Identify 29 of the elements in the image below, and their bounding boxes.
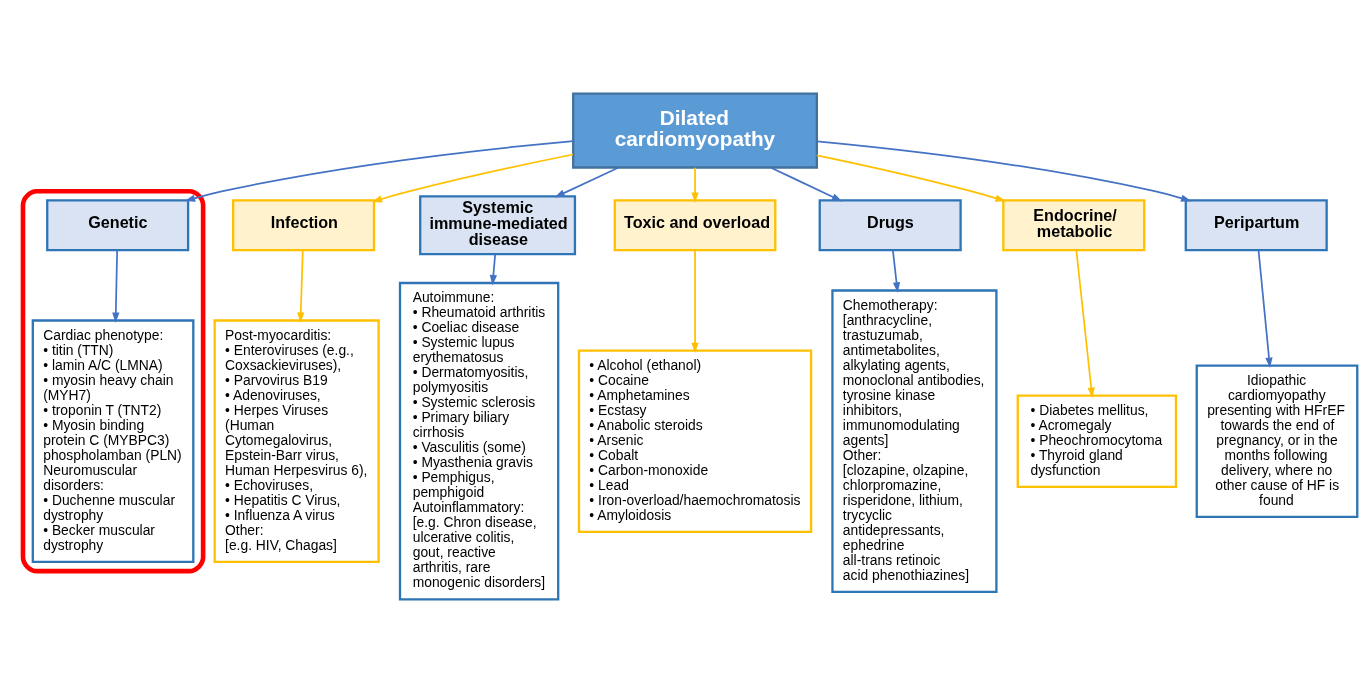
arrow [816, 153, 1006, 202]
node-box: Autoimmune: • Rheumatoid arthritis • Coeliac disease • Systemic lupus erythematosus • Dermatomyositis, polymyositis • Systemic sclerosis • Primary biliary cirrhosis • Vasculitis (some) • Myasthenia gravis • Pemphigus, pemphigoid Autoinflammatory: [e.g. Chron disease, ulcerative colitis, gout, reactive arthritis, rare monogenic disorders] [398, 281, 560, 601]
node-box: Chemotherapy: [anthracycline, trastuzumab, antimetabolites, alkylating agents, monoclonal antibodies, tyrosine kinase inhibitors, immunomodulating agents] Other: [clozapine, olzapine, chlorpromazine, risperidone, lithium, trycyclic antidepressants, ephedrine all-trans retinoic acid phenothiazines] [831, 288, 998, 593]
arrow [371, 153, 574, 202]
arrow [892, 248, 901, 293]
node-box: Genetic [46, 198, 190, 251]
arrow [297, 248, 305, 323]
arrow [489, 252, 497, 285]
node-box: Dilated cardiomyopathy [572, 91, 818, 169]
arrow [770, 166, 843, 201]
node-box: Drugs [818, 198, 962, 251]
arrow [691, 248, 699, 353]
node-box: Systemic immune-mediated disease [419, 194, 577, 255]
node-box: Toxic and overload [613, 198, 777, 251]
arrow [554, 166, 619, 197]
node-box: Idiopathic cardiomyopathy presenting with HFrEF towards the end of pregnancy, or in the months following delivery, where no other cause of HF is found [1195, 363, 1359, 518]
node-box: Infection [232, 198, 376, 251]
arrow [1075, 248, 1095, 398]
node-box: Post-myocarditis: • Enteroviruses (e.g., Coxsackieviruses), • Parvovirus B19 • Adenoviruses, • Herpes Viruses (Human Cytomegalovirus, Epstein-Barr virus, Human Herpesvirus 6), • Echoviruses, • Hepatitis C Virus, • Influenza A virus Other: [e.g. HIV, Chagas] [213, 318, 380, 563]
node-box: Endocrine/ metabolic [1002, 198, 1146, 251]
node-box: Peripartum [1184, 198, 1328, 251]
arrow [816, 139, 1192, 202]
node-box: • Alcohol (ethanol) • Cocaine • Amphetamines • Ecstasy • Anabolic steroids • Arsenic • Cobalt • Carbon-monoxide • Lead • Iron-overload/haemochromatosis • Amyloidosis [577, 348, 813, 533]
arrow [112, 248, 120, 323]
arrow [1257, 248, 1273, 368]
cluster [20, 188, 206, 573]
node-box: Cardiac phenotype: • titin (TTN) • lamin A/C (LMNA) • myosin heavy chain (MYH7) • troponin T (TNT2) • Myosin binding protein C (MYBPC3) phospholamban (PLN) Neuromuscular disorders: • Duchenne muscular dystrophy • Becker muscular dystrophy [31, 318, 195, 563]
arrow [691, 166, 699, 203]
node-box: • Diabetes mellitus, • Acromegaly • Pheochromocytoma • Thyroid gland dysfunction [1016, 393, 1178, 488]
